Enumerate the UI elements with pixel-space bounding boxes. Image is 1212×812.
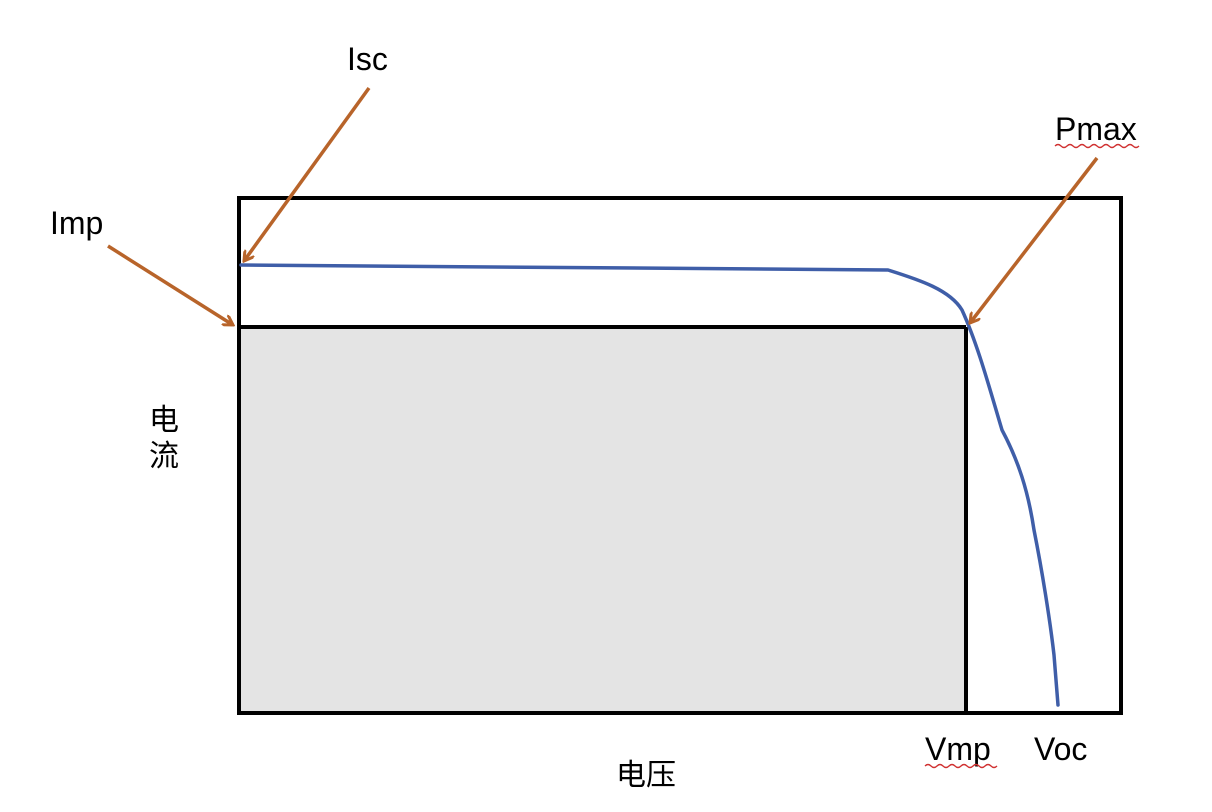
current-axis-label-1: 电 <box>149 403 179 438</box>
pmax-spellcheck-underline <box>1054 143 1140 149</box>
isc-label: Isc <box>347 41 388 77</box>
isc-arrow <box>244 86 371 261</box>
pmax-label: Pmax <box>1055 111 1137 147</box>
pmax-arrow <box>970 156 1099 323</box>
imp-label: Imp <box>50 205 103 241</box>
imp-arrow <box>107 244 233 325</box>
vmp-spellcheck-underline <box>924 763 998 769</box>
vmp-label: Vmp <box>925 731 991 767</box>
plot-frame <box>237 196 1123 715</box>
voltage-axis-label: 电压 <box>616 758 676 793</box>
current-axis-label-2: 流 <box>149 439 179 474</box>
max-power-area <box>239 327 966 713</box>
voc-label: Voc <box>1034 731 1087 767</box>
iv-curve <box>239 263 1060 707</box>
